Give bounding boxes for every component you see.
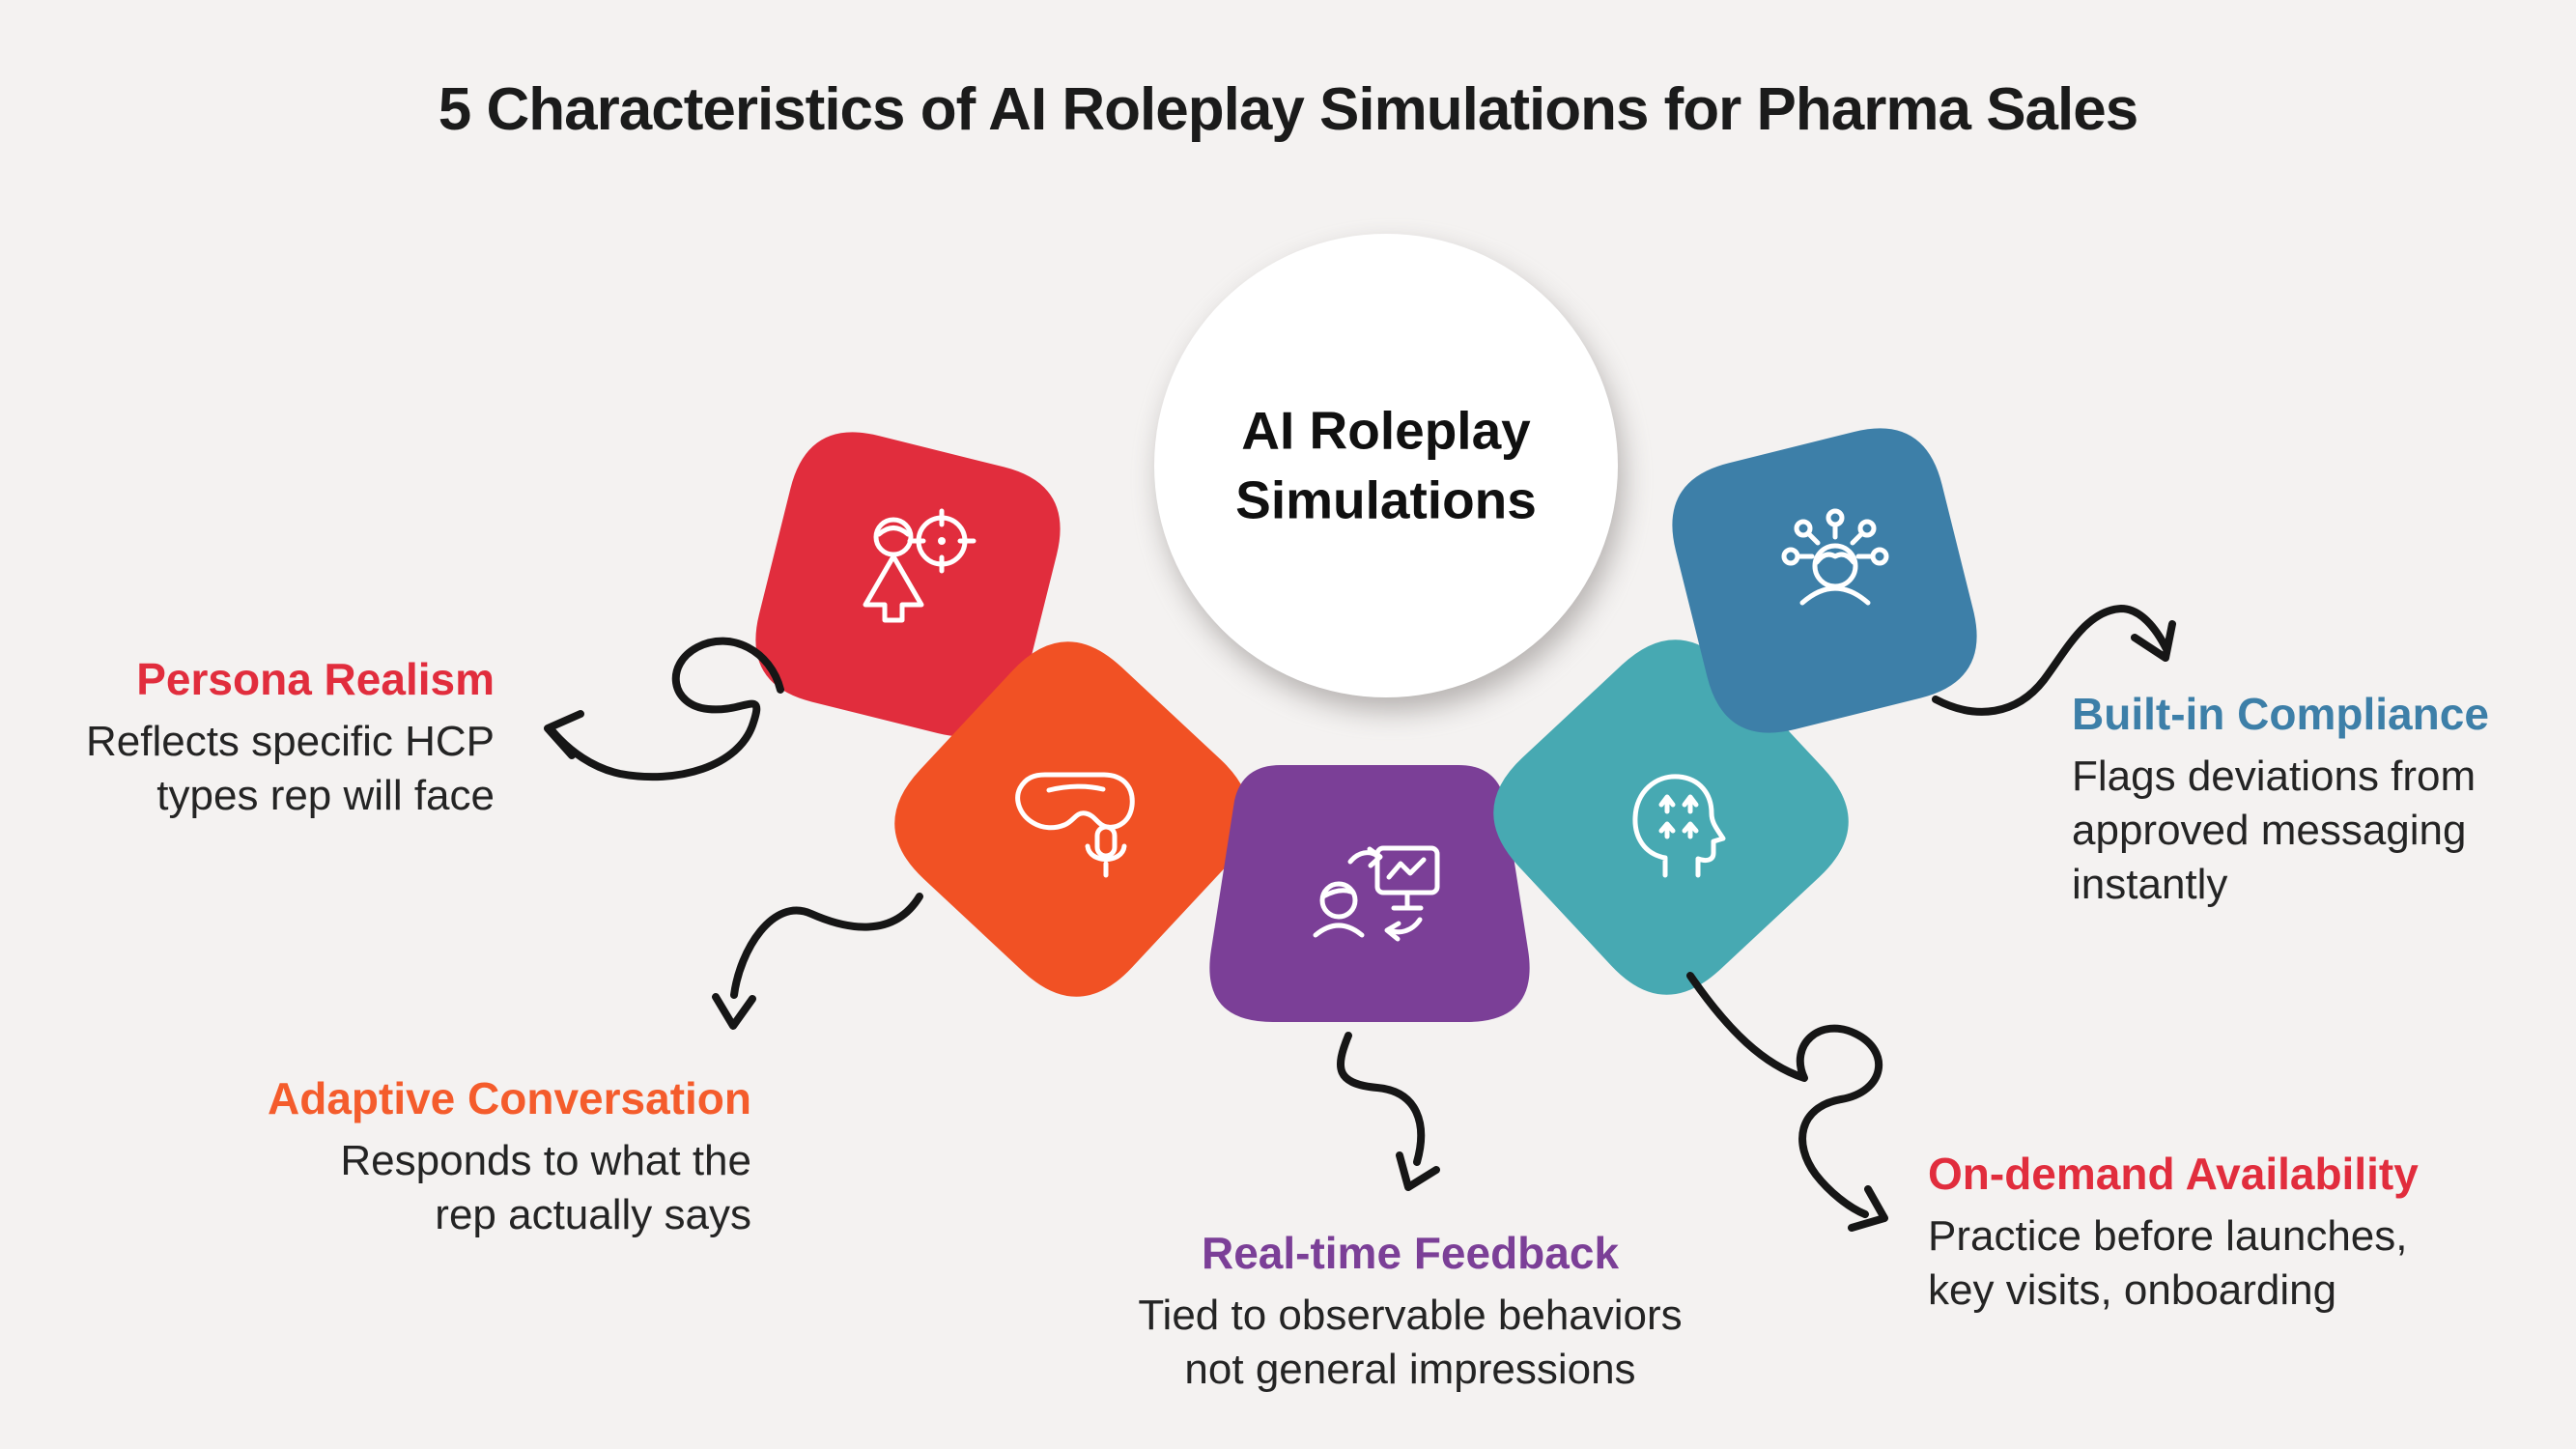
center-circle (1154, 234, 1618, 697)
label-title-adaptive-conversation: Adaptive Conversation (268, 1073, 751, 1123)
shape-adaptive-conversation (894, 641, 1250, 997)
arrow-to-real-time-feedback (1337, 1032, 1440, 1191)
label-body-real-time-feedback: Tied to observable behaviors not general… (1138, 1292, 1683, 1393)
label-title-on-demand-availability: On-demand Availability (1928, 1149, 2419, 1199)
vr-headset-mic-icon (1015, 772, 1135, 878)
arrow-to-adaptive-conversation (712, 893, 923, 1030)
label-body-persona-realism: Reflects specific HCP types rep will fac… (85, 718, 495, 819)
label-body-on-demand-availability: Practice before launches, key visits, on… (1928, 1212, 2408, 1314)
label-on-demand-availability: On-demand Availability Practice before l… (1928, 1148, 2419, 1318)
person-monitor-exchange-icon (1313, 845, 1440, 942)
label-built-in-compliance: Built-in Compliance Flags deviations fro… (2072, 688, 2489, 912)
label-adaptive-conversation: Adaptive Conversation Responds to what t… (268, 1072, 751, 1242)
arrow-to-built-in-compliance (1932, 605, 2176, 716)
petal-purple (1209, 765, 1530, 1022)
shape-real-time-feedback (1209, 765, 1530, 1022)
label-title-built-in-compliance: Built-in Compliance (2072, 689, 2489, 739)
page-title: 5 Characteristics of AI Roleplay Simulat… (438, 76, 2138, 143)
label-title-persona-realism: Persona Realism (136, 654, 495, 704)
shape-persona-realism (755, 432, 1061, 737)
label-body-built-in-compliance: Flags deviations from approved messaging… (2072, 753, 2477, 908)
person-network-icon (1781, 508, 1889, 606)
label-persona-realism: Persona Realism Reflects specific HCP ty… (86, 653, 495, 823)
head-up-arrows-icon (1632, 774, 1726, 878)
label-body-adaptive-conversation: Responds to what the rep actually says (340, 1137, 751, 1238)
arrow-to-persona-realism (544, 637, 784, 781)
person-target-icon (863, 508, 977, 623)
label-real-time-feedback: Real-time Feedback Tied to observable be… (1138, 1227, 1682, 1397)
center-node-label: AI Roleplay Simulations (1235, 400, 1537, 530)
label-title-real-time-feedback: Real-time Feedback (1201, 1228, 1620, 1278)
arrow-to-on-demand-availability (1686, 972, 1888, 1232)
shape-built-in-compliance (1672, 428, 1977, 733)
